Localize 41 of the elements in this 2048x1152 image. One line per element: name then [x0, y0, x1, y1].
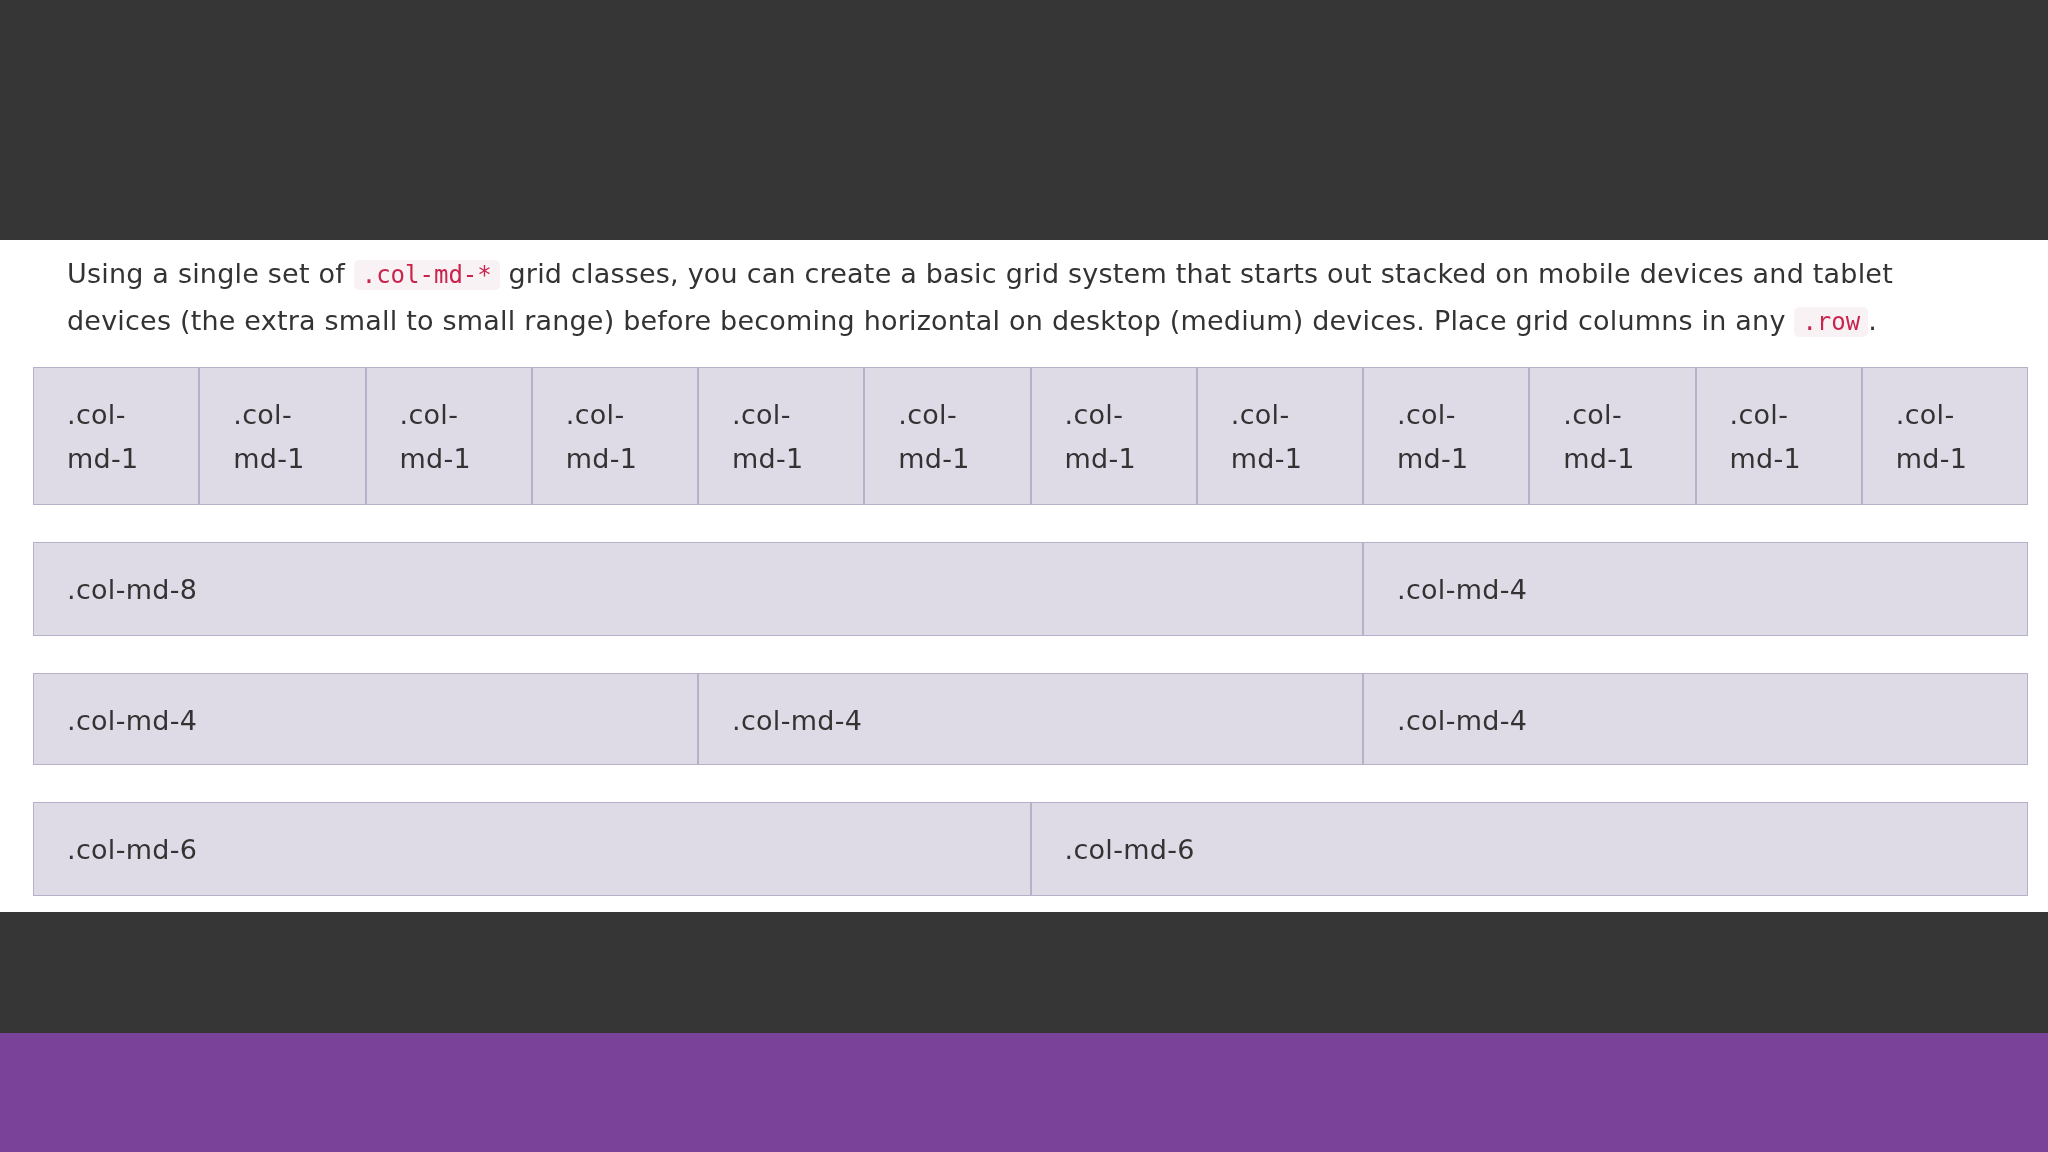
inline-code: .row [1794, 307, 1869, 337]
grid-column-cell [1861, 367, 2028, 505]
column-class-label: .col-md-4 [1397, 704, 1528, 738]
grid-column-cell [531, 367, 698, 505]
column-class-label: .col-md-1 [399, 398, 473, 476]
grid-column-cell [1363, 542, 2028, 636]
grid-column-cell [33, 673, 698, 765]
grid-column-cell [1363, 673, 2028, 765]
column-class-label: .col-md-6 [67, 833, 198, 867]
column-class-label: .col-md-6 [1064, 833, 1195, 867]
grid-column-cell [698, 673, 1363, 765]
grid-column-cell [864, 367, 1031, 505]
column-class-label: .col-md-1 [1397, 398, 1470, 476]
grid-column-cell [1363, 367, 1530, 505]
column-class-label: .col-md-8 [67, 573, 198, 607]
column-class-label: .col-md-1 [565, 398, 639, 476]
grid-column-cell [1030, 367, 1197, 505]
grid-column-cell [1196, 367, 1363, 505]
column-class-label: .col-md-4 [1397, 573, 1528, 607]
column-class-label: .col-md-1 [1064, 398, 1138, 476]
inline-code: .col-md-* [353, 260, 500, 290]
grid-column-cell [1030, 802, 2028, 896]
grid-column-cell [1529, 367, 1696, 505]
grid-column-cell [33, 802, 1031, 896]
grid-column-cell [33, 367, 200, 505]
description-paragraph: Using a single set of .col-md-* grid classes, you can create a basic grid system that starts out stacked on mobile devices and tablet devices (the extra small to small range) before becoming horizontal on desktop (medium) devices. Place grid columns in any .row . [67, 257, 1894, 339]
grid-column-cell [199, 367, 366, 505]
column-class-label: .col-md-1 [1563, 398, 1636, 476]
grid-column-cell [33, 542, 1363, 636]
grid-column-cell [1695, 367, 1862, 505]
column-class-label: .col-md-1 [233, 398, 306, 476]
column-class-label: .col-md-1 [1230, 398, 1304, 476]
grid-column-cell [698, 367, 865, 505]
column-class-label: .col-md-4 [732, 704, 863, 738]
column-class-label: .col-md-1 [732, 398, 805, 476]
column-class-label: .col-md-1 [1729, 398, 1803, 476]
column-class-label: .col-md-1 [67, 398, 140, 476]
column-class-label: .col-md-1 [1895, 398, 1969, 476]
column-class-label: .col-md-4 [67, 704, 198, 738]
column-class-label: .col-md-1 [898, 398, 971, 476]
grid-column-cell [365, 367, 532, 505]
